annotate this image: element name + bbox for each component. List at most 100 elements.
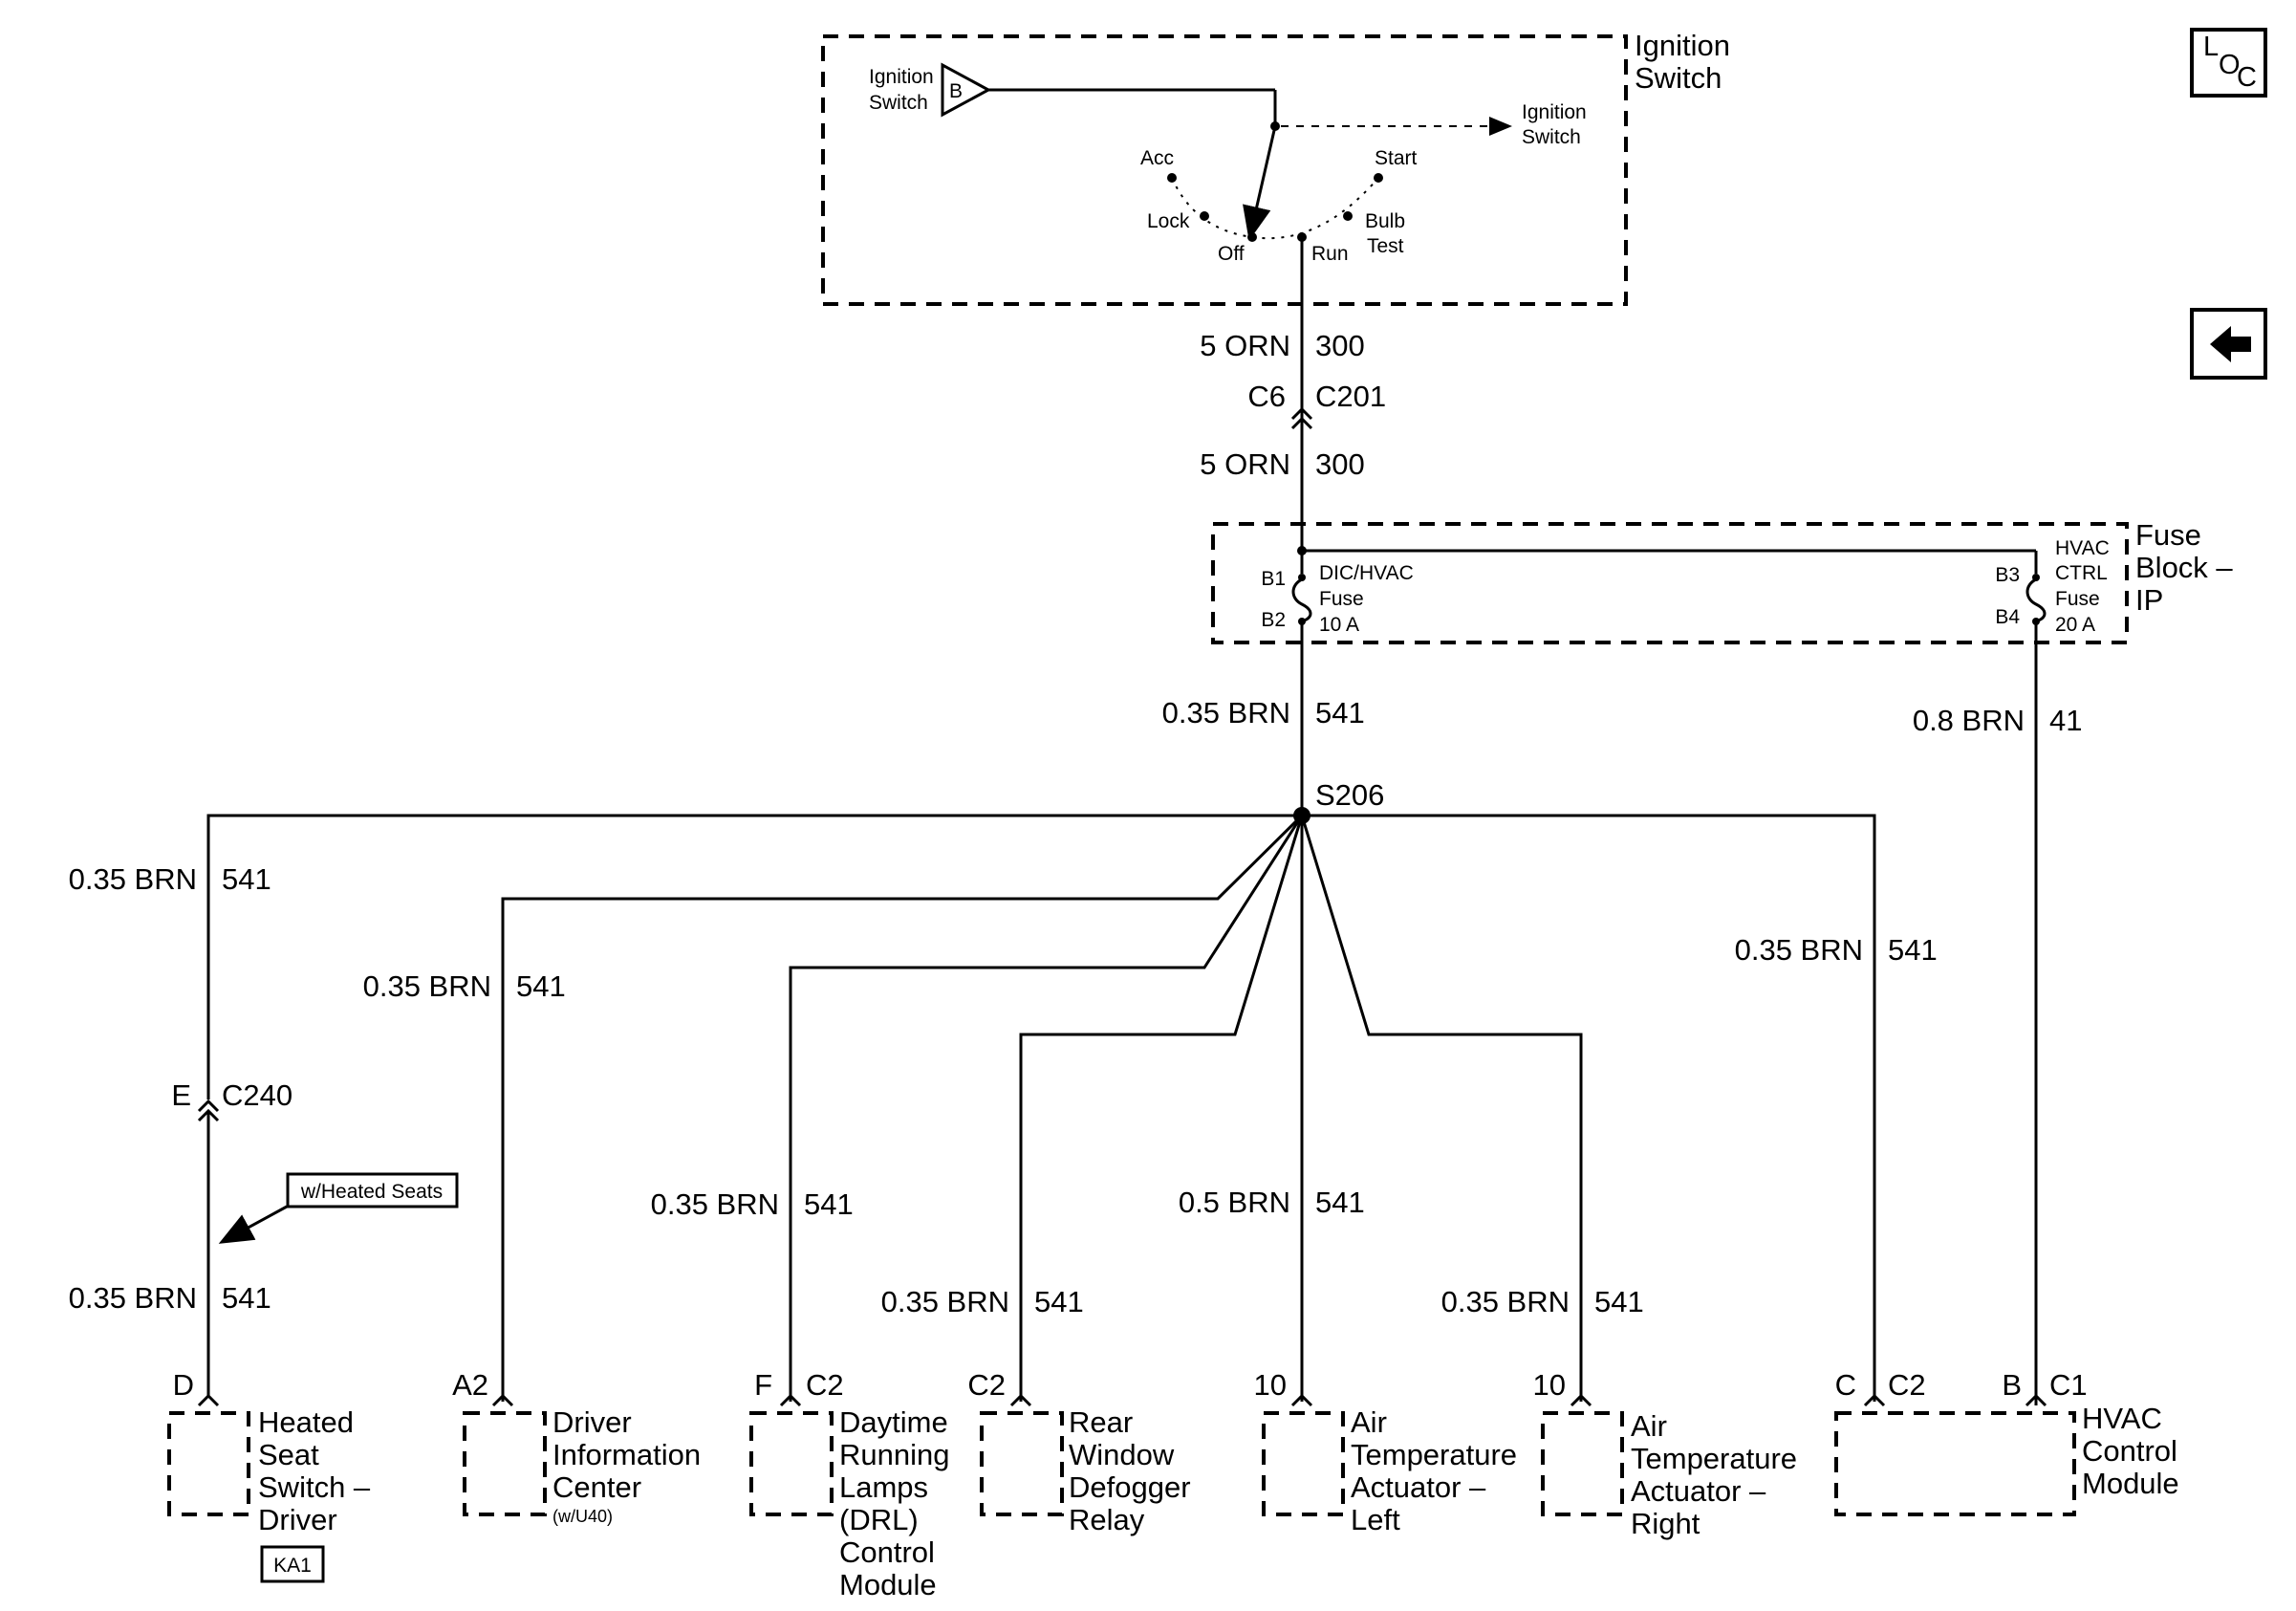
hvac-conn1: C2 (1888, 1368, 1926, 1402)
drl-line1: Daytime (839, 1405, 948, 1439)
defogger-pin: C2 (967, 1368, 1006, 1402)
fuse1-rating: 10 A (1319, 614, 1359, 636)
ignition-switch-title-2: Switch (1635, 61, 1722, 95)
fuse-dic-hvac (1291, 574, 1312, 625)
position-test: Test (1367, 235, 1404, 257)
svg-text:B: B (949, 80, 963, 102)
drl-line4: (DRL) (839, 1503, 919, 1536)
ignition-output-label: Ignition (1522, 101, 1587, 123)
defogger-line1: Rear (1069, 1405, 1133, 1439)
dic-pin: A2 (452, 1368, 488, 1402)
wire-300-top-circuit: 300 (1315, 329, 1365, 362)
svg-text:L: L (2203, 32, 2219, 62)
hvac-pin1: C (1835, 1368, 1856, 1402)
heated-seat-line1: Heated (258, 1405, 354, 1439)
fuse2-name-3: Fuse (2055, 588, 2100, 610)
terminal-markers (197, 1393, 2047, 1407)
heated-seat-line4: Driver (258, 1503, 337, 1536)
drl-control-module-box (749, 1411, 834, 1516)
fuse1-name: DIC/HVAC (1319, 562, 1414, 584)
hvac-wire-gauge: 0.35 BRN (1735, 933, 1863, 967)
defogger-line4: Relay (1069, 1503, 1145, 1536)
svg-text:C: C (2237, 62, 2257, 93)
hvac-conn2: C1 (2049, 1368, 2088, 1402)
fuse1-pin-bottom: B2 (1261, 609, 1286, 631)
fuse2-pin-top: B3 (1995, 564, 2020, 586)
fuse1-name-2: Fuse (1319, 588, 1364, 610)
wire-300-bottom-gauge: 5 ORN (1200, 447, 1290, 481)
hvac-pin2: B (2002, 1368, 2022, 1402)
fuse-hvac-ctrl (2025, 574, 2047, 625)
driver-information-center-box (463, 1411, 547, 1516)
drl-line6: Module (839, 1568, 937, 1601)
ka1-badge-text: KA1 (273, 1555, 312, 1577)
connector-c201-name: C201 (1315, 380, 1386, 413)
hvac-wire-circuit: 541 (1888, 933, 1938, 967)
drl-line2: Running (839, 1438, 949, 1471)
fuse-block-title-2: Block – (2135, 551, 2233, 584)
position-acc: Acc (1140, 147, 1174, 169)
ignition-input-label: Ignition (869, 66, 934, 88)
hvac-control-module-box (1834, 1411, 2076, 1516)
heated-seat-lower-gauge: 0.35 BRN (69, 1281, 197, 1315)
air-right-line1: Air (1631, 1409, 1667, 1443)
air-right-line3: Actuator – (1631, 1474, 1766, 1508)
ignition-switch-box (821, 34, 1628, 306)
fuse1-pin-top: B1 (1261, 568, 1286, 590)
defogger-wire-circuit: 541 (1034, 1285, 1084, 1318)
dic-wire-gauge: 0.35 BRN (363, 969, 491, 1003)
air-right-wire-circuit: 541 (1594, 1285, 1644, 1318)
connector-c240-name: C240 (222, 1078, 292, 1112)
switch-contact-arm (1243, 125, 1277, 241)
heated-seat-line3: Switch – (258, 1470, 371, 1504)
air-right-line4: Right (1631, 1507, 1700, 1540)
rear-defogger-relay-box (980, 1411, 1064, 1516)
dic-line1: Driver (552, 1405, 632, 1439)
ignition-input-label-2: Switch (869, 92, 928, 114)
heated-seat-pin: D (173, 1368, 194, 1402)
dic-note: (w/U40) (552, 1507, 613, 1526)
fuse-block-title: Fuse (2135, 518, 2201, 552)
option-note: w/Heated Seats (300, 1181, 443, 1203)
wire-541-main-gauge: 0.35 BRN (1162, 696, 1290, 729)
drl-pin: F (754, 1368, 772, 1402)
heated-seat-wire-gauge: 0.35 BRN (69, 862, 197, 896)
position-off: Off (1218, 243, 1245, 265)
back-arrow-icon[interactable] (2190, 308, 2267, 380)
air-left-wire-circuit: 541 (1315, 1186, 1365, 1219)
air-temp-actuator-left-box (1262, 1411, 1345, 1516)
splice-label: S206 (1315, 778, 1384, 812)
position-run: Run (1311, 243, 1349, 265)
wire-541-main-circuit: 541 (1315, 696, 1365, 729)
connector-c240-pin: E (171, 1078, 191, 1112)
connector-c201-pin: C6 (1247, 380, 1286, 413)
air-left-line2: Temperature (1351, 1438, 1517, 1471)
switch-position-arc (1171, 177, 1379, 240)
fuse2-pin-bottom: B4 (1995, 606, 2020, 628)
defogger-line3: Defogger (1069, 1470, 1191, 1504)
hvac-line2: Control (2082, 1434, 2177, 1468)
wire-300-top-gauge: 5 ORN (1200, 329, 1290, 362)
position-start: Start (1375, 147, 1418, 169)
air-left-line4: Left (1351, 1503, 1400, 1536)
location-icon[interactable]: L O C (2190, 28, 2267, 98)
air-right-line2: Temperature (1631, 1442, 1797, 1475)
dic-wire-circuit: 541 (516, 969, 566, 1003)
air-left-line1: Air (1351, 1405, 1387, 1439)
fuse2-name: HVAC (2055, 537, 2110, 559)
position-lock: Lock (1147, 210, 1190, 232)
heated-seat-lower-circuit: 541 (222, 1281, 271, 1315)
drl-line3: Lamps (839, 1470, 928, 1504)
heated-seat-switch-box (167, 1411, 250, 1516)
svg-text:O: O (2219, 50, 2241, 80)
air-right-pin: 10 (1533, 1368, 1566, 1402)
defogger-wire-gauge: 0.35 BRN (881, 1285, 1009, 1318)
fuse2-name-2: CTRL (2055, 562, 2108, 584)
hvac-line3: Module (2082, 1467, 2179, 1500)
air-left-wire-gauge: 0.5 BRN (1179, 1186, 1290, 1219)
hvac-line1: HVAC (2082, 1402, 2162, 1435)
air-right-wire-gauge: 0.35 BRN (1441, 1285, 1570, 1318)
drl-wire-gauge: 0.35 BRN (651, 1187, 779, 1221)
wire-41-circuit: 41 (2049, 704, 2082, 737)
heated-seat-line2: Seat (258, 1438, 319, 1471)
